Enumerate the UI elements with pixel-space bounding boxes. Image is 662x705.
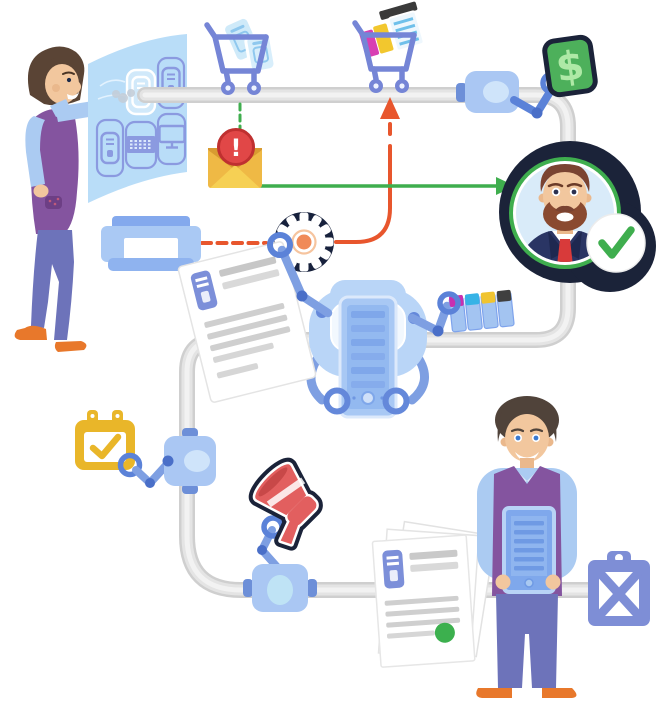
- hand: [545, 574, 561, 590]
- shoe: [542, 688, 577, 698]
- hand: [495, 574, 511, 590]
- printer-icon: [101, 203, 201, 271]
- seal-green: [434, 622, 455, 643]
- selection-puffs: [112, 89, 135, 103]
- device-catalog-panel: [88, 34, 187, 203]
- pants: [31, 230, 74, 340]
- arm-reaching: [55, 101, 95, 122]
- cart-devices-icon: [207, 15, 277, 95]
- hair: [497, 397, 557, 442]
- ear: [52, 84, 60, 92]
- alert-badge: [217, 128, 255, 166]
- notification-line-green: [238, 102, 498, 188]
- announcement-megaphone-icon: [243, 460, 331, 548]
- ink-cartridges-icon: [448, 289, 515, 333]
- check-icon: [598, 226, 635, 259]
- delivery-documents-icon: [371, 520, 497, 668]
- claw-ring: [323, 387, 351, 415]
- fulfillment-robot: [306, 280, 452, 419]
- shoe: [476, 688, 512, 698]
- tile-device: [95, 118, 125, 178]
- rejected-clipboard-icon: [588, 551, 650, 626]
- approver-avatar: [499, 141, 656, 292]
- reorder-line-orange: [200, 122, 392, 245]
- tile-monitor: [156, 112, 187, 166]
- shoe: [54, 341, 87, 352]
- approved-check-badge: [586, 213, 646, 273]
- invoice-document-icon: [177, 232, 333, 403]
- tower-icon: [382, 549, 405, 589]
- cart-supplies-icon: [355, 1, 425, 93]
- pipe-connector-calendar: [117, 428, 216, 494]
- claw-ring: [437, 291, 461, 315]
- eye: [66, 77, 72, 83]
- tie: [555, 239, 575, 262]
- check-icon: [89, 433, 122, 460]
- claw-ring: [382, 387, 410, 415]
- dollar-glyph: $: [553, 42, 587, 91]
- hair: [540, 164, 590, 192]
- claw-ring: [117, 452, 143, 478]
- technician-person: [476, 396, 577, 698]
- reorder-arrow-orange: [380, 97, 400, 119]
- tile-device: [156, 56, 186, 110]
- hand: [33, 184, 49, 198]
- vest: [30, 109, 79, 234]
- money-tag-icon: $: [542, 34, 598, 98]
- pants: [496, 594, 558, 688]
- man-browsing: [14, 46, 95, 352]
- alert-exclamation: !: [231, 134, 242, 162]
- tile-keyboard: [124, 120, 158, 170]
- shoe: [14, 325, 48, 340]
- server-tower: [338, 295, 398, 419]
- schedule-calendar-icon: [75, 410, 135, 470]
- carried-server-tablet: [502, 506, 556, 594]
- claw-ring: [267, 232, 293, 258]
- pipe-connector-money: [456, 71, 564, 119]
- pipe-connector-3: [243, 564, 317, 612]
- alert-email-icon: !: [208, 128, 262, 188]
